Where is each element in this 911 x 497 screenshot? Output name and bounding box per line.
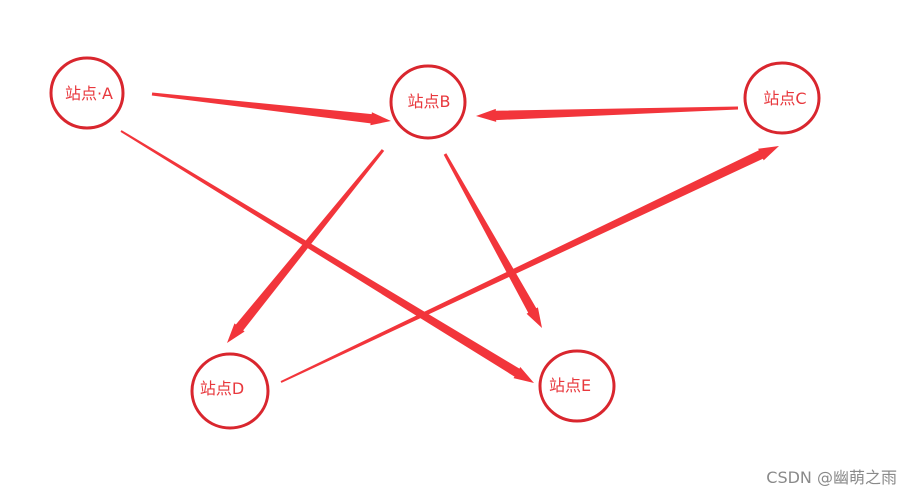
node-d-circle: [190, 352, 270, 430]
node-a-circle: [49, 56, 125, 130]
arrow-d-to-c: [280, 146, 779, 383]
node-a: 站点·A: [49, 56, 125, 130]
node-d-label: 站点D: [200, 379, 244, 398]
arrow-a-to-e: [120, 130, 534, 383]
arrow-c-to-b: [476, 106, 738, 122]
node-b-label: 站点B: [408, 92, 451, 111]
watermark: CSDN @幽萌之雨: [766, 468, 897, 487]
node-a-label: 站点·A: [65, 84, 113, 103]
node-d: 站点D: [190, 352, 270, 430]
node-e: 站点E: [538, 349, 616, 423]
node-c-label: 站点C: [763, 89, 806, 108]
arrow-a-to-b: [151, 92, 391, 126]
node-c: 站点C: [743, 61, 821, 135]
node-c-circle: [743, 61, 821, 135]
node-b: 站点B: [389, 64, 467, 140]
arrow-b-to-e: [443, 153, 542, 328]
node-e-label: 站点E: [549, 376, 591, 395]
node-e-circle: [538, 349, 616, 423]
node-b-circle: [389, 64, 467, 140]
edges-layer: [120, 92, 779, 383]
